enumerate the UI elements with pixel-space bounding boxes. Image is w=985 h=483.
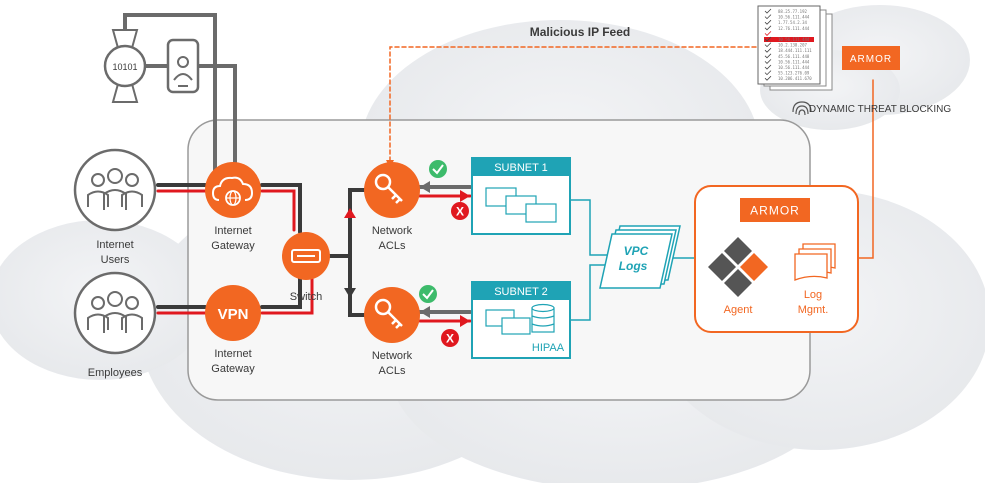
- threat-armor-brand: ARMOR: [850, 54, 892, 65]
- ip-entry: 88.25.77.192: [778, 9, 807, 14]
- network-acl-top-icon: [364, 162, 420, 218]
- switch-icon: [282, 232, 330, 280]
- armor-panel: ARMOR Agent Log Mgmt.: [694, 185, 859, 333]
- check-icon: [764, 31, 772, 36]
- ip-entry: 55.123.276.09: [778, 71, 810, 76]
- agent-label: Agent: [724, 304, 753, 316]
- allowed-check-icon: [429, 160, 447, 178]
- vpc-logs-label-1: VPC: [624, 244, 649, 258]
- ip-entry: 10.206.411.670: [778, 76, 812, 81]
- check-icon: [764, 53, 772, 59]
- ip-entry: 10.56.111.444: [778, 59, 810, 64]
- ip-entry: 10.56.111.444: [778, 15, 810, 20]
- arrow-up-icon: [344, 208, 356, 218]
- subnet-2-box: SUBNET 2 HIPAA: [471, 281, 571, 359]
- check-icon: [764, 8, 772, 14]
- ip-feed-document: 88.25.77.19210.56.111.4441.77.54.2.3412.…: [757, 5, 833, 91]
- internet-gateway-label-2: Gateway: [211, 240, 255, 252]
- threat-armor-badge: [842, 46, 900, 70]
- network-acl-bottom-icon: [364, 287, 420, 343]
- check-icon: [764, 25, 772, 31]
- internet-users-label-1: Internet: [96, 239, 133, 251]
- arrow-down-icon: [344, 288, 356, 298]
- network-acl-top-label-1: Network: [372, 225, 413, 237]
- check-icon: [764, 14, 772, 20]
- watch-code: 10101: [112, 62, 137, 72]
- internet-users-label-2: Users: [101, 254, 130, 266]
- allowed-check-icon: [419, 285, 437, 303]
- internet-users-icon: [73, 148, 157, 232]
- check-icon: [764, 75, 772, 81]
- check-icon: [764, 42, 772, 48]
- arrow-right-icon: [460, 190, 470, 202]
- blocked-x-icon: X: [441, 329, 459, 347]
- vpc-logs-label-2: Logs: [619, 259, 648, 273]
- ip-entry: 12.76.111.444: [778, 26, 810, 31]
- key-icon: [374, 173, 403, 204]
- ip-entry: 10.56.111.444: [778, 65, 810, 70]
- ip-entry: 10.2.138.207: [778, 43, 807, 48]
- blocked-x-icon: X: [451, 202, 469, 220]
- instances-icon: [485, 309, 531, 335]
- employees-icon: [73, 271, 157, 355]
- check-icon: [764, 70, 772, 76]
- smartwatch-icon: 10101: [103, 29, 147, 103]
- internet-gateway-label-1: Internet: [214, 225, 251, 237]
- vpn-badge: VPN: [218, 306, 249, 323]
- check-icon: [764, 59, 772, 64]
- ip-entry: 18.444.111.111: [778, 48, 812, 53]
- phone-icon: [166, 38, 200, 94]
- ip-entry: 1.77.54.2.34: [778, 20, 807, 25]
- subnet-2-label: SUBNET 2: [494, 286, 548, 298]
- threat-blocking-label: DYNAMIC THREAT BLOCKING: [809, 104, 951, 115]
- agent-icon: [708, 237, 768, 297]
- arrowheads: [344, 160, 470, 327]
- armor-panel-brand: ARMOR: [750, 204, 800, 218]
- vpc-logs-icon: VPC Logs: [599, 225, 681, 289]
- arrow-left-icon: [420, 181, 430, 193]
- ip-entry: 90.44.155.2031: [778, 31, 812, 36]
- vpn-gateway-icon: VPN: [205, 285, 261, 341]
- svg-text:X: X: [446, 332, 454, 346]
- ip-entry: 10.56.111.444: [778, 37, 810, 42]
- switch-label: Switch: [290, 291, 322, 303]
- subnet-1-box: SUBNET 1: [471, 157, 571, 235]
- internet-gateway-icon: [205, 162, 261, 218]
- log-mgmt-label-2: Mgmt.: [798, 304, 829, 316]
- database-icon: [531, 303, 555, 333]
- arrow-left-icon: [420, 306, 430, 318]
- employees-label: Employees: [88, 367, 143, 379]
- vpn-gateway-label-2: Gateway: [211, 363, 255, 375]
- malicious-feed-title: Malicious IP Feed: [530, 25, 630, 39]
- check-icon: [764, 19, 772, 25]
- check-icon: [764, 64, 772, 70]
- fingerprint-icon: [792, 101, 812, 116]
- network-acl-top-label-2: ACLs: [379, 240, 406, 252]
- vpn-gateway-label-1: Internet: [214, 348, 251, 360]
- network-acl-bottom-label-1: Network: [372, 350, 413, 362]
- svg-text:X: X: [456, 205, 464, 219]
- instances-icon: [485, 187, 557, 223]
- subnet-2-tag: HIPAA: [532, 342, 565, 354]
- network-acl-bottom-label-2: ACLs: [379, 365, 406, 377]
- ip-list: 88.25.77.19210.56.111.4441.77.54.2.3412.…: [764, 8, 812, 81]
- subnet-1-label: SUBNET 1: [494, 162, 548, 174]
- key-icon: [374, 298, 403, 329]
- ip-entry: 45.56.111.448: [778, 54, 810, 59]
- check-icon: [764, 47, 772, 53]
- log-mgmt-label-1: Log: [804, 289, 822, 301]
- log-mgmt-icon: [794, 243, 836, 281]
- arrow-right-icon: [460, 315, 470, 327]
- check-icon: [764, 36, 772, 42]
